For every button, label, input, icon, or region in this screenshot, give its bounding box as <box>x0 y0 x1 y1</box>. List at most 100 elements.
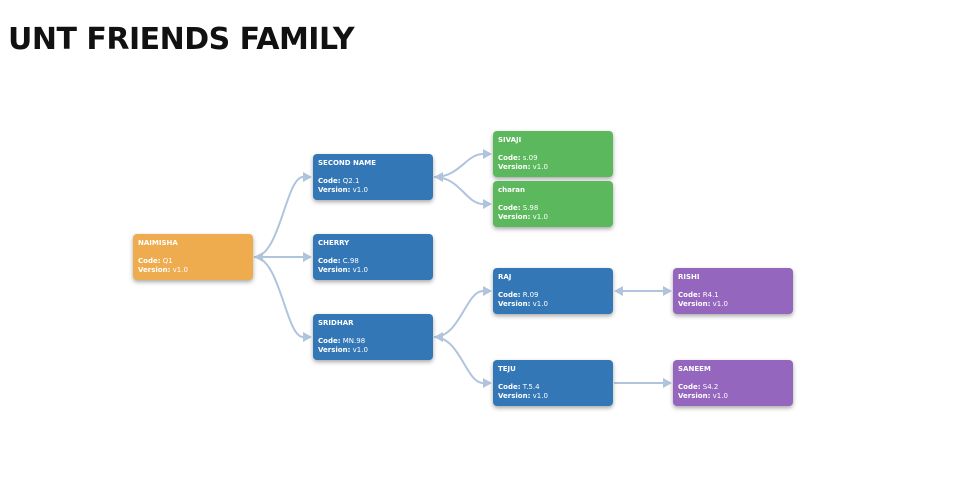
node-name: NAIMISHA <box>138 239 178 247</box>
node-teju[interactable]: TEJU Code: T.5.4 Version: v1.0 <box>493 360 613 406</box>
version-value: v1.0 <box>532 213 548 221</box>
node-version: Version: v1.0 <box>318 186 428 195</box>
code-value: T.5.4 <box>522 383 540 391</box>
connector-arrowhead <box>483 199 492 209</box>
connector-arrowhead <box>483 286 492 296</box>
version-value: v1.0 <box>352 346 368 354</box>
code-value: s.09 <box>522 154 538 162</box>
node-code: Code: MN.98 <box>318 337 428 346</box>
version-value: v1.0 <box>712 300 728 308</box>
version-value: v1.0 <box>352 186 368 194</box>
code-label: Code: <box>498 291 521 299</box>
version-label: Version: <box>678 300 711 308</box>
node-code: Code: s.09 <box>498 154 608 163</box>
version-value: v1.0 <box>532 300 548 308</box>
version-label: Version: <box>498 392 531 400</box>
node-name: SECOND NAME <box>318 159 377 167</box>
node-code: Code: R.09 <box>498 291 608 300</box>
node-cherry[interactable]: CHERRY Code: C.98 Version: v1.0 <box>313 234 433 280</box>
node-version: Version: v1.0 <box>498 163 608 172</box>
node-raj[interactable]: RAJ Code: R.09 Version: v1.0 <box>493 268 613 314</box>
node-second-name[interactable]: SECOND NAME Code: Q2.1 Version: v1.0 <box>313 154 433 200</box>
node-sridhar[interactable]: SRIDHAR Code: MN.98 Version: v1.0 <box>313 314 433 360</box>
code-label: Code: <box>498 204 521 212</box>
node-charan[interactable]: charan Code: S.98 Version: v1.0 <box>493 181 613 227</box>
code-label: Code: <box>138 257 161 265</box>
code-label: Code: <box>318 177 341 185</box>
connector-arrowhead <box>663 378 672 388</box>
node-code: Code: C.98 <box>318 257 428 266</box>
node-naimisha[interactable]: NAIMISHA Code: Q1 Version: v1.0 <box>133 234 253 280</box>
node-name: RISHI <box>678 273 700 281</box>
node-code: Code: Q2.1 <box>318 177 428 186</box>
version-label: Version: <box>498 300 531 308</box>
code-value: MN.98 <box>342 337 366 345</box>
node-version: Version: v1.0 <box>498 392 608 401</box>
node-version: Version: v1.0 <box>498 300 608 309</box>
code-label: Code: <box>678 291 701 299</box>
node-version: Version: v1.0 <box>678 300 788 309</box>
connector-arrowhead <box>663 286 672 296</box>
version-label: Version: <box>138 266 171 274</box>
node-name: RAJ <box>498 273 512 281</box>
version-value: v1.0 <box>532 163 548 171</box>
code-label: Code: <box>318 337 341 345</box>
node-version: Version: v1.0 <box>498 213 608 222</box>
connector-arrowhead <box>434 332 443 342</box>
code-value: R4.1 <box>702 291 719 299</box>
connector-second_name-sivaji <box>433 153 484 178</box>
connector-arrowhead <box>303 172 312 182</box>
node-version: Version: v1.0 <box>678 392 788 401</box>
node-version: Version: v1.0 <box>318 346 428 355</box>
connector-sridhar-raj <box>433 290 484 338</box>
connector-arrowhead <box>614 286 623 296</box>
code-value: S4.2 <box>702 383 719 391</box>
code-value: R.09 <box>522 291 539 299</box>
version-label: Version: <box>318 266 351 274</box>
connector-naimisha-sridhar <box>253 256 304 338</box>
version-value: v1.0 <box>352 266 368 274</box>
code-value: Q2.1 <box>342 177 360 185</box>
node-name: CHERRY <box>318 239 350 247</box>
code-label: Code: <box>498 154 521 162</box>
code-value: Q1 <box>162 257 173 265</box>
node-code: Code: T.5.4 <box>498 383 608 392</box>
version-label: Version: <box>678 392 711 400</box>
code-label: Code: <box>318 257 341 265</box>
node-name: charan <box>498 186 526 194</box>
version-value: v1.0 <box>172 266 188 274</box>
connector-arrowhead <box>303 252 312 262</box>
version-label: Version: <box>498 213 531 221</box>
version-value: v1.0 <box>712 392 728 400</box>
node-code: Code: S4.2 <box>678 383 788 392</box>
node-code: Code: S.98 <box>498 204 608 213</box>
code-value: S.98 <box>522 204 539 212</box>
code-label: Code: <box>678 383 701 391</box>
connector-arrowhead <box>434 172 443 182</box>
version-label: Version: <box>498 163 531 171</box>
node-version: Version: v1.0 <box>138 266 248 275</box>
version-value: v1.0 <box>532 392 548 400</box>
connector-arrowhead <box>483 149 492 159</box>
connector-arrowhead <box>254 252 263 262</box>
node-version: Version: v1.0 <box>318 266 428 275</box>
connector-naimisha-second_name <box>253 176 304 258</box>
connector-second_name-charan <box>433 176 484 205</box>
node-name: SRIDHAR <box>318 319 354 327</box>
version-label: Version: <box>318 186 351 194</box>
node-name: TEJU <box>498 365 516 373</box>
code-value: C.98 <box>342 257 359 265</box>
connector-sridhar-teju <box>433 336 484 384</box>
node-name: SIVAJI <box>498 136 522 144</box>
node-rishi[interactable]: RISHI Code: R4.1 Version: v1.0 <box>673 268 793 314</box>
connector-arrowhead <box>303 332 312 342</box>
node-name: SANEEM <box>678 365 711 373</box>
page-title: UNT FRIENDS FAMILY <box>8 22 355 57</box>
node-sivaji[interactable]: SIVAJI Code: s.09 Version: v1.0 <box>493 131 613 177</box>
connector-arrowhead <box>483 378 492 388</box>
node-saneem[interactable]: SANEEM Code: S4.2 Version: v1.0 <box>673 360 793 406</box>
node-code: Code: R4.1 <box>678 291 788 300</box>
code-label: Code: <box>498 383 521 391</box>
version-label: Version: <box>318 346 351 354</box>
node-code: Code: Q1 <box>138 257 248 266</box>
